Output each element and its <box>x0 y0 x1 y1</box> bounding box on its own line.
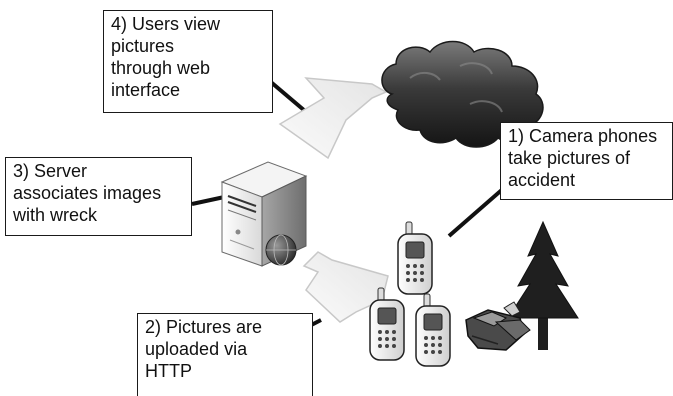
step2-label: 2) Pictures are uploaded via HTTP <box>137 313 313 396</box>
step2-line: HTTP <box>145 361 192 381</box>
step3-line: associates images <box>13 183 162 203</box>
camera-phone-icon <box>415 293 451 367</box>
step1-line: accident <box>508 170 576 190</box>
camera-phone-icon <box>369 287 405 361</box>
step3-label: 3) Server associates images with wreck <box>5 157 192 236</box>
upload-to-server-arrow <box>302 251 389 323</box>
step4-label: 4) Users view pictures through web inter… <box>103 10 273 113</box>
step2-line: uploaded via <box>145 339 248 359</box>
step4-line: interface <box>111 80 181 100</box>
step4-line: through web <box>111 58 211 78</box>
step1-line: 1) Camera phones <box>508 126 658 146</box>
step2-line: 2) Pictures are <box>145 317 263 337</box>
step3-line: with wreck <box>13 205 98 225</box>
step4-line: 4) Users view <box>111 14 221 34</box>
step1-line: take pictures of <box>508 148 631 168</box>
globe-icon <box>265 234 297 266</box>
camera-phone-icon <box>397 221 433 295</box>
step3-line: 3) Server <box>13 161 88 181</box>
upload-to-cloud-arrow <box>278 77 388 160</box>
pine-tree-icon <box>507 220 579 350</box>
wrecked-car-icon <box>465 301 531 351</box>
step1-label: 1) Camera phones take pictures of accide… <box>500 122 673 200</box>
step4-line: pictures <box>111 36 175 56</box>
cloud-icon <box>381 40 544 148</box>
